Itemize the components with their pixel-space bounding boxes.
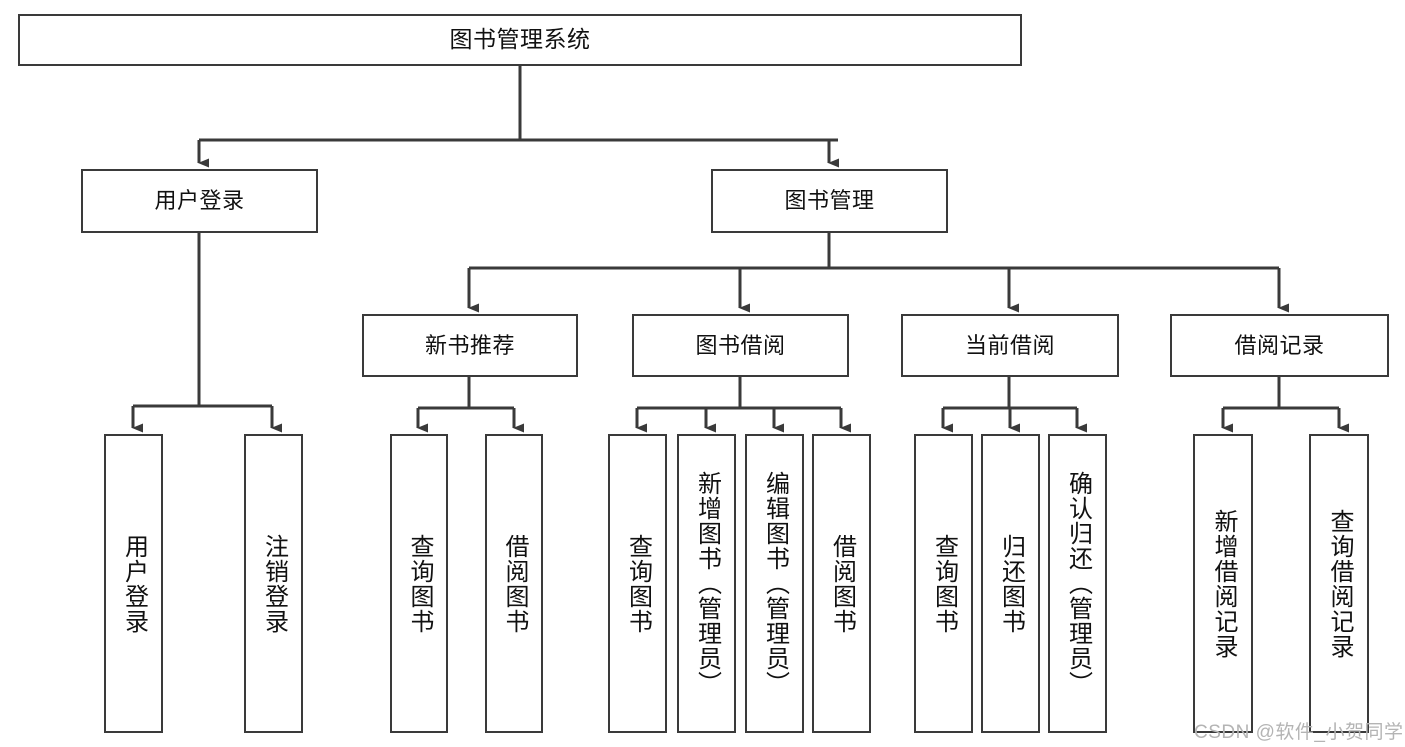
node-label: 归还图书	[997, 533, 1025, 634]
node-current-borrowing[interactable]: 当前借阅	[901, 314, 1119, 377]
node-label: 图书借阅	[695, 332, 786, 358]
leaf-borrow-books[interactable]: 借阅图书	[812, 434, 871, 733]
leaf-return-books[interactable]: 归还图书	[981, 434, 1040, 733]
node-label: 查询图书	[405, 533, 433, 634]
node-book-borrowing[interactable]: 图书借阅	[632, 314, 849, 377]
node-label: 图书管理	[784, 188, 875, 214]
node-label: 新书推荐	[424, 332, 515, 358]
leaf-query-books-recommend[interactable]: 查询图书	[390, 434, 448, 733]
leaf-confirm-return-admin[interactable]: 确认归还（管理员）	[1048, 434, 1107, 733]
leaf-query-borrow-record[interactable]: 查询借阅记录	[1309, 434, 1369, 733]
leaf-user-login[interactable]: 用户登录	[104, 434, 163, 733]
node-label: 注销登录	[260, 533, 288, 634]
node-label: 用户登录	[120, 533, 148, 634]
node-label: 编辑图书（管理员）	[761, 471, 789, 696]
node-label: 图书管理系统	[449, 26, 591, 53]
node-label: 借阅记录	[1234, 332, 1325, 358]
node-new-book-recommendation[interactable]: 新书推荐	[362, 314, 578, 377]
leaf-query-books-borrowing[interactable]: 查询图书	[608, 434, 667, 733]
node-label: 查询借阅记录	[1325, 508, 1353, 659]
node-label: 借阅图书	[500, 533, 528, 634]
leaf-add-borrow-record[interactable]: 新增借阅记录	[1193, 434, 1253, 733]
leaf-edit-book-admin[interactable]: 编辑图书（管理员）	[745, 434, 804, 733]
node-label: 借阅图书	[828, 533, 856, 634]
node-label: 当前借阅	[964, 332, 1055, 358]
node-user-login[interactable]: 用户登录	[81, 169, 318, 233]
node-label: 用户登录	[154, 188, 245, 214]
leaf-add-book-admin[interactable]: 新增图书（管理员）	[677, 434, 736, 733]
node-label: 确认归还（管理员）	[1064, 471, 1092, 696]
leaf-logout-login[interactable]: 注销登录	[244, 434, 303, 733]
node-label: 查询图书	[930, 533, 958, 634]
leaf-query-books-current[interactable]: 查询图书	[914, 434, 973, 733]
node-book-management[interactable]: 图书管理	[711, 169, 948, 233]
node-label: 新增图书（管理员）	[693, 471, 721, 696]
node-label: 查询图书	[624, 533, 652, 634]
node-root-system[interactable]: 图书管理系统	[18, 14, 1022, 66]
node-label: 新增借阅记录	[1209, 508, 1237, 659]
node-borrow-records[interactable]: 借阅记录	[1170, 314, 1389, 377]
leaf-borrow-books-recommend[interactable]: 借阅图书	[485, 434, 543, 733]
